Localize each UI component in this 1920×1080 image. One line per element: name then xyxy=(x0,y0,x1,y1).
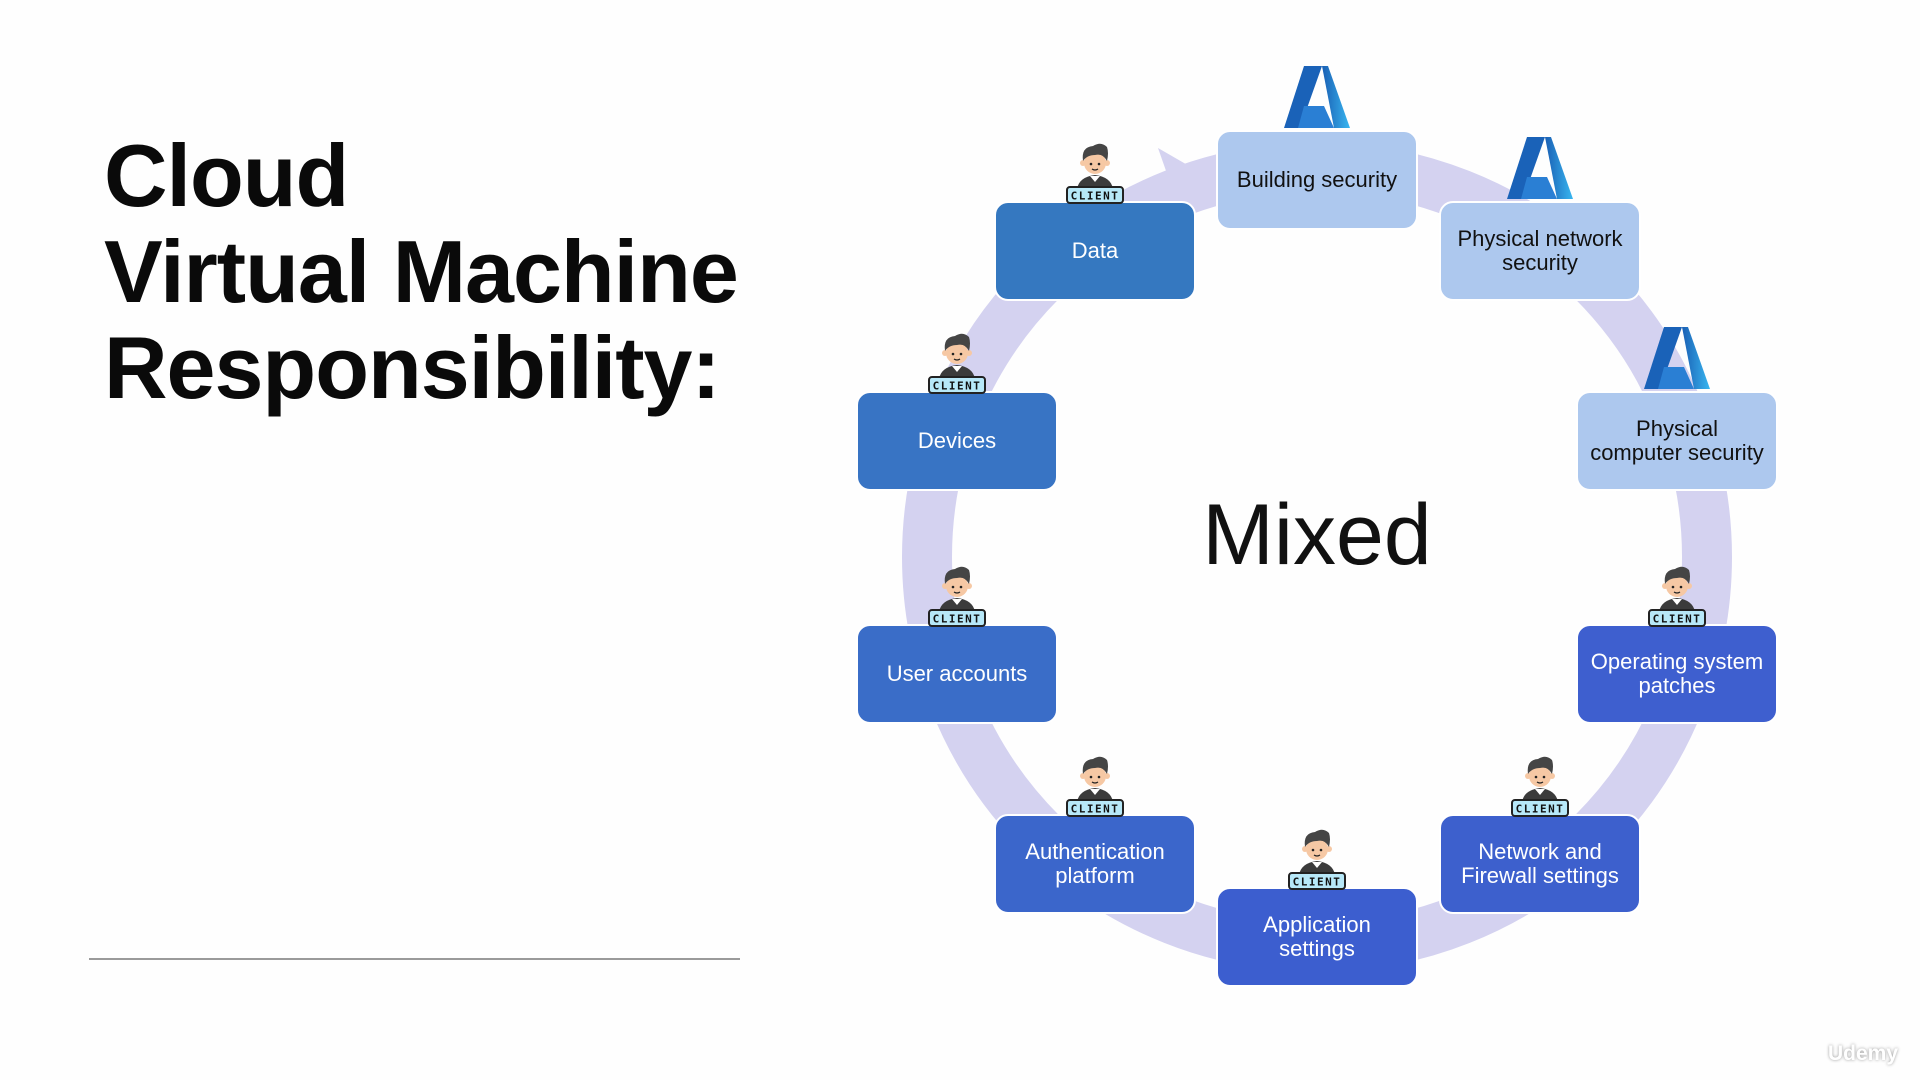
node-operating-system-patches: CLIENT Operating system patches xyxy=(1576,566,1778,724)
azure-logo-icon xyxy=(1644,327,1710,389)
azure-logo-icon xyxy=(1507,137,1573,199)
node-user-accounts: CLIENT User accounts xyxy=(856,566,1058,724)
node-authentication-platform: CLIENT Authentication platform xyxy=(994,756,1196,914)
client-badge: CLIENT xyxy=(1293,876,1342,889)
client-person-icon: CLIENT xyxy=(1508,746,1572,818)
client-badge: CLIENT xyxy=(1516,803,1565,816)
client-person-icon: CLIENT xyxy=(1645,556,1709,628)
client-badge: CLIENT xyxy=(1071,190,1120,203)
client-person-icon: CLIENT xyxy=(1063,133,1127,205)
node-physical-computer-security: Physical computer security xyxy=(1576,327,1778,491)
client-person-icon: CLIENT xyxy=(1063,746,1127,818)
node-label: Physical computer security xyxy=(1590,416,1764,465)
node-physical-network-security: Physical network security xyxy=(1439,137,1641,301)
title-line: Responsibility: xyxy=(104,318,721,417)
client-person-icon: CLIENT xyxy=(925,556,989,628)
client-badge: CLIENT xyxy=(1653,613,1702,626)
node-label: Devices xyxy=(917,428,997,453)
title-line: Cloud xyxy=(104,126,349,225)
client-badge: CLIENT xyxy=(1071,803,1120,816)
client-person-icon: CLIENT xyxy=(1285,819,1349,891)
client-badge: CLIENT xyxy=(933,380,982,393)
center-label: Mixed xyxy=(1202,487,1432,583)
node-label: Application settings xyxy=(1263,912,1371,961)
divider xyxy=(89,958,740,960)
client-person-icon: CLIENT xyxy=(925,323,989,395)
node-devices: CLIENT Devices xyxy=(856,333,1058,491)
node-data: CLIENT Data xyxy=(994,143,1196,301)
node-label: Building security xyxy=(1236,167,1398,192)
node-building-security: Building security xyxy=(1216,66,1418,230)
node-label: Physical network security xyxy=(1457,226,1623,275)
node-label: Operating system patches xyxy=(1590,649,1764,698)
title-line: Virtual Machine xyxy=(104,222,739,321)
udemy-watermark: Udemy xyxy=(1827,1042,1898,1065)
node-application-settings: CLIENT Application settings xyxy=(1216,829,1418,987)
node-label: Authentication platform xyxy=(1025,839,1165,888)
azure-logo-icon xyxy=(1284,66,1350,128)
node-network-and-firewall-settings: CLIENT Network and Firewall settings xyxy=(1439,756,1641,914)
node-label: Data xyxy=(1071,238,1119,263)
client-badge: CLIENT xyxy=(933,613,982,626)
node-label: Network and Firewall settings xyxy=(1461,839,1619,888)
node-label: User accounts xyxy=(886,661,1028,686)
page-title: Cloud Virtual Machine Responsibility: xyxy=(104,126,739,417)
arrow-head-icon xyxy=(1158,148,1210,225)
